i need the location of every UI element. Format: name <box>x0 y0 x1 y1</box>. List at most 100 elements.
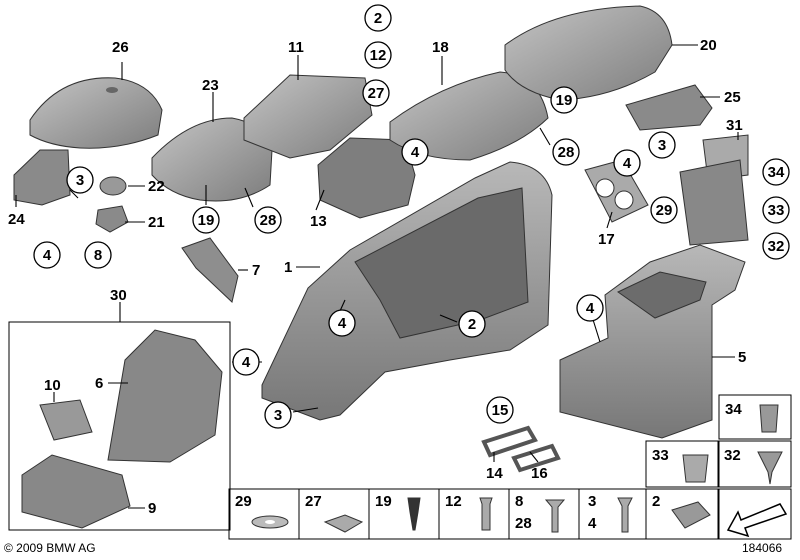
callout-12[interactable]: 12 <box>364 41 392 69</box>
parts-box-34 <box>718 394 792 440</box>
label-9: 9 <box>148 500 156 517</box>
label-7: 7 <box>252 262 260 279</box>
part-8-screw[interactable] <box>544 499 566 533</box>
part-3-screw[interactable] <box>617 497 633 533</box>
label-bottom-19: 19 <box>375 493 392 510</box>
part-33-collar[interactable] <box>682 454 709 483</box>
svg-text:4: 4 <box>411 144 420 161</box>
part-7-trim[interactable] <box>181 237 239 303</box>
label-5: 5 <box>738 349 746 366</box>
callout-8[interactable]: 8 <box>84 241 112 269</box>
callout-33[interactable]: 33 <box>762 196 790 224</box>
part-25-hinge[interactable] <box>625 84 713 131</box>
label-bottom-29: 29 <box>235 493 252 510</box>
label-bottom-3: 3 <box>588 493 596 510</box>
label-11: 11 <box>288 39 304 56</box>
label-25: 25 <box>724 89 741 106</box>
callout-27[interactable]: 27 <box>362 79 390 107</box>
svg-text:4: 4 <box>338 315 347 332</box>
label-21: 21 <box>148 214 165 231</box>
part-20-armrest[interactable] <box>504 5 673 101</box>
label-26: 26 <box>112 39 129 56</box>
arrow-icon <box>726 503 788 538</box>
svg-text:29: 29 <box>656 202 673 219</box>
callout-4-frame[interactable]: 4 <box>401 138 429 166</box>
part-5-bin[interactable] <box>559 244 746 439</box>
callout-3-hinge[interactable]: 3 <box>648 131 676 159</box>
part-11-cover[interactable] <box>243 74 373 159</box>
part-24-bracket[interactable] <box>13 149 71 206</box>
label-bottom-2: 2 <box>652 493 660 510</box>
svg-text:4: 4 <box>586 300 595 317</box>
svg-text:3: 3 <box>274 407 282 424</box>
svg-text:33: 33 <box>768 202 785 219</box>
part-2-clip[interactable] <box>671 501 711 529</box>
svg-text:28: 28 <box>558 144 575 161</box>
label-14: 14 <box>486 465 503 482</box>
label-bottom-4: 4 <box>588 515 597 532</box>
callout-19-left[interactable]: 19 <box>192 206 220 234</box>
part-16-seal[interactable] <box>511 443 561 473</box>
part-26-cover[interactable] <box>29 77 163 149</box>
callout-4-left[interactable]: 4 <box>33 241 61 269</box>
callout-28-left[interactable]: 28 <box>254 206 282 234</box>
part-panel[interactable] <box>679 159 749 246</box>
label-bottom-12: 12 <box>445 493 462 510</box>
callout-4-inset[interactable]: 4 <box>232 348 260 376</box>
part-19-plug[interactable] <box>407 497 421 531</box>
callout-2-top[interactable]: 2 <box>364 4 392 32</box>
svg-text:4: 4 <box>242 354 251 371</box>
svg-text:32: 32 <box>768 238 785 255</box>
svg-text:27: 27 <box>368 85 385 102</box>
callout-3-console[interactable]: 3 <box>264 401 292 429</box>
label-10: 10 <box>44 377 61 394</box>
part-10-cup[interactable] <box>39 399 93 441</box>
callout-19-right[interactable]: 19 <box>550 86 578 114</box>
part-12-bolt[interactable] <box>479 497 493 531</box>
svg-text:2: 2 <box>374 10 382 27</box>
callout-34[interactable]: 34 <box>762 158 790 186</box>
callout-32[interactable]: 32 <box>762 232 790 260</box>
label-box-33: 33 <box>652 447 669 464</box>
label-17: 17 <box>598 231 615 248</box>
part-22-knob[interactable] <box>99 176 127 196</box>
part-5-bin-top <box>617 271 707 319</box>
callout-29[interactable]: 29 <box>650 196 678 224</box>
part-34-socket[interactable] <box>759 404 779 433</box>
label-13: 13 <box>310 213 327 230</box>
svg-text:8: 8 <box>94 247 102 264</box>
callout-4-bin[interactable]: 4 <box>576 294 604 322</box>
callout-28-right[interactable]: 28 <box>552 138 580 166</box>
part-17-ring-a <box>595 178 615 198</box>
part-23-cover[interactable] <box>151 117 273 202</box>
callout-4-console[interactable]: 4 <box>328 309 356 337</box>
part-17-ring-b <box>614 190 634 210</box>
part-6-bracket[interactable] <box>107 329 223 463</box>
part-13-frame[interactable] <box>317 137 416 219</box>
label-box-32: 32 <box>724 447 741 464</box>
label-24: 24 <box>8 211 25 228</box>
svg-text:4: 4 <box>623 155 632 172</box>
callout-2-console[interactable]: 2 <box>458 310 486 338</box>
parts-box-32 <box>718 440 792 488</box>
part-14-seal[interactable] <box>481 425 538 458</box>
svg-text:19: 19 <box>556 92 573 109</box>
svg-text:34: 34 <box>768 164 785 181</box>
part-27-clip[interactable] <box>323 514 364 533</box>
callout-3-left[interactable]: 3 <box>66 166 94 194</box>
part-32-screw[interactable] <box>757 451 783 485</box>
part-17-bezel[interactable] <box>584 159 649 223</box>
svg-text:4: 4 <box>43 247 52 264</box>
part-18-cover[interactable] <box>389 71 549 161</box>
part-9-tray[interactable] <box>21 454 131 529</box>
callout-4-hinge[interactable]: 4 <box>613 149 641 177</box>
parts-box-2 <box>645 488 719 540</box>
callout-15[interactable]: 15 <box>486 396 514 424</box>
part-26-hole <box>106 87 118 93</box>
part-21-clip[interactable] <box>95 205 129 233</box>
label-22: 22 <box>148 178 165 195</box>
label-20: 20 <box>700 37 717 54</box>
parts-box-arrow <box>718 488 792 540</box>
svg-text:28: 28 <box>260 212 277 229</box>
